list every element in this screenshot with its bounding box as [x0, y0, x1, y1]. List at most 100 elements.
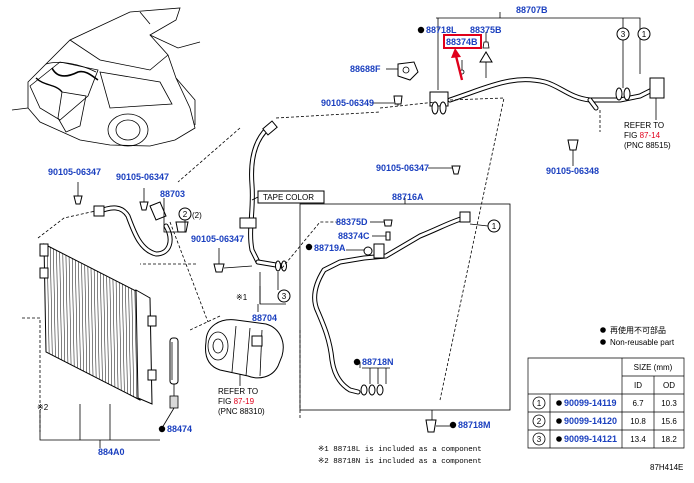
svg-text:FIG 87-14: FIG 87-14: [624, 131, 661, 140]
label-88374c[interactable]: 88374C: [338, 231, 370, 241]
condenser-fin: [109, 277, 113, 386]
condenser-fin: [84, 264, 87, 373]
circle-ref-2-left: 2: [183, 210, 188, 219]
label-90105-06348[interactable]: 90105-06348: [546, 166, 599, 176]
assembly-88707b: 3 1: [372, 12, 665, 175]
condenser-fin: [71, 258, 75, 367]
condenser-fin: [59, 251, 62, 361]
condenser-fin: [118, 282, 122, 391]
refer-pnc: (PNC 88515): [624, 141, 671, 150]
hose-88703: 2: [73, 182, 192, 257]
mark-1: ※1: [236, 293, 248, 302]
size-row-part-number[interactable]: 90099-14119: [564, 398, 617, 408]
label-88716a[interactable]: 88716A: [392, 192, 424, 202]
condenser-fin: [68, 256, 72, 365]
size-row-id: 13.4: [630, 435, 646, 444]
label-88474[interactable]: 88474: [167, 424, 192, 434]
size-row-od: 18.2: [661, 435, 677, 444]
label-884a0[interactable]: 884A0: [98, 447, 125, 457]
refer-fig-prefix: FIG: [218, 397, 234, 406]
size-row-ref: 3: [537, 435, 542, 444]
label-90105-06347-center-left[interactable]: 90105-06347: [116, 172, 169, 182]
label-88375b[interactable]: 88375B: [470, 25, 502, 35]
svg-text:FIG 87-19: FIG 87-19: [218, 397, 255, 406]
label-88718n[interactable]: 88718N: [362, 357, 394, 367]
legend-en: Non-reusable part: [610, 338, 675, 347]
highlight-box-88374b: [443, 34, 482, 49]
condenser-fin: [93, 269, 97, 378]
highlight-arrowhead: [451, 48, 461, 58]
label-90105-06347-center[interactable]: 90105-06347: [191, 234, 244, 244]
refer-block-87-19: REFER TO FIG 87-19 (PNC 88310): [218, 387, 265, 416]
assembly-88716a: 1: [299, 198, 511, 433]
refer-fig-link[interactable]: 87-14: [640, 131, 661, 140]
condenser-fin: [112, 279, 116, 388]
condenser-fin: [122, 283, 125, 393]
size-table-col-od: OD: [663, 381, 675, 390]
dashed-guide-lines: [22, 97, 601, 432]
label-88374b[interactable]: 88374B: [446, 37, 478, 47]
refer-fig-link[interactable]: 87-19: [234, 397, 255, 406]
legend-dot: [600, 339, 606, 345]
condenser-fin: [90, 267, 94, 377]
circle-2-paren: (2): [192, 211, 202, 220]
label-88718l[interactable]: 88718L: [426, 25, 457, 35]
compressor: [205, 319, 284, 386]
non-reusable-dot: [417, 26, 425, 34]
condenser-fin: [87, 266, 91, 375]
refer-fig-prefix: FIG: [624, 131, 640, 140]
label-88688f[interactable]: 88688F: [350, 64, 381, 74]
condenser-fin: [81, 263, 84, 372]
condenser-fin: [56, 250, 59, 359]
label-90105-06347-right[interactable]: 90105-06347: [376, 163, 429, 173]
non-reusable-dot: [556, 400, 562, 406]
label-88704[interactable]: 88704: [252, 313, 277, 323]
figure-code: 87H414E: [650, 463, 683, 472]
size-row-ref-circle: [532, 432, 546, 446]
size-row-ref-circle: [532, 414, 546, 428]
non-reusable-dot: [556, 436, 562, 442]
note-2: ※2 88718N is included as a component: [318, 457, 482, 466]
size-row-od: 10.3: [661, 399, 677, 408]
non-reusable-dot: [305, 243, 313, 251]
vehicle-illustration: [11, 7, 201, 147]
label-88718m[interactable]: 88718M: [458, 420, 491, 430]
non-reusable-dot: [449, 421, 457, 429]
size-row-ref: 2: [537, 417, 542, 426]
condenser-fin: [128, 287, 131, 396]
size-row-part-number[interactable]: 90099-14120: [564, 416, 617, 426]
refer-text: REFER TO: [624, 121, 664, 130]
circle-ref-3-top: 3: [621, 30, 626, 39]
label-88703[interactable]: 88703: [160, 189, 185, 199]
condenser-fin: [78, 261, 81, 370]
size-row-od: 15.6: [661, 417, 677, 426]
legend-dot: [600, 327, 606, 333]
condenser-fin: [50, 247, 53, 356]
circle-ref-1-top: 1: [642, 30, 647, 39]
size-row-ref: 1: [537, 399, 542, 408]
size-table-title: SIZE (mm): [634, 363, 673, 372]
condenser-fin: [65, 255, 69, 364]
part-labels: 88707B 88718L 88375B 88374B 88688F 90105…: [37, 5, 599, 457]
condenser-fin: [62, 253, 66, 362]
label-90105-06347-left[interactable]: 90105-06347: [48, 167, 101, 177]
circle-ref-1-mid: 1: [492, 222, 497, 231]
condenser-fin: [75, 259, 78, 369]
refer-pnc: (PNC 88310): [218, 407, 265, 416]
condenser-fin: [134, 290, 138, 399]
condenser-fin: [53, 248, 56, 357]
size-row-ref-circle: [532, 396, 546, 410]
highlight-arrow: [454, 55, 464, 81]
refer-block-87-14: REFER TO FIG 87-14 (PNC 88515): [624, 121, 671, 150]
size-row-id: 10.8: [630, 417, 646, 426]
condenser-884a0: [39, 243, 179, 448]
label-90105-06349[interactable]: 90105-06349: [321, 98, 374, 108]
label-88707b[interactable]: 88707B: [516, 5, 548, 15]
size-row-part-number[interactable]: 90099-14121: [564, 434, 617, 444]
label-88375d[interactable]: 88375D: [336, 217, 368, 227]
label-88719a[interactable]: 88719A: [314, 243, 346, 253]
tape-color-label: TAPE COLOR: [263, 193, 314, 202]
size-row-id: 6.7: [632, 399, 644, 408]
